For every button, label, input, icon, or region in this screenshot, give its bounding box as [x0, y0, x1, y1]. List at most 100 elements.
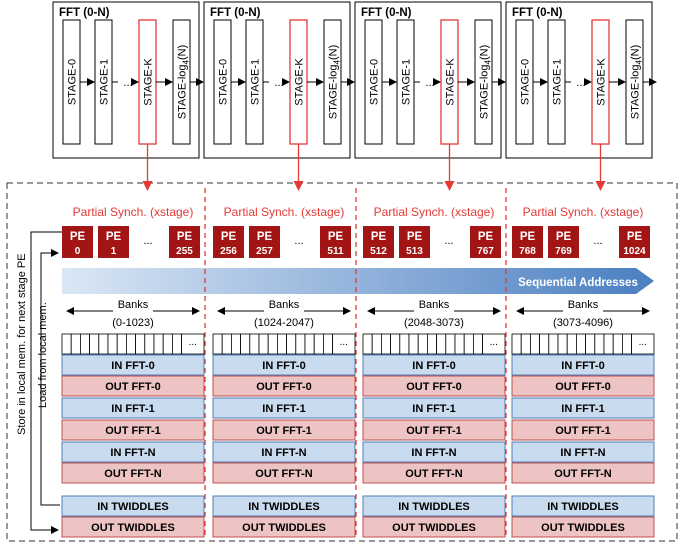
pe-label: PE	[70, 231, 86, 243]
bank-cell	[276, 333, 287, 355]
pe-box-bg	[512, 226, 543, 258]
bank-cell	[520, 333, 531, 355]
bank-cell	[221, 333, 232, 355]
pe-label: PE	[371, 231, 387, 243]
fft-block-title: FFT (0-N)	[59, 7, 110, 19]
bank-cell	[362, 333, 373, 355]
bank-cell	[153, 333, 164, 355]
memory-row-label: IN FFT-0	[561, 360, 604, 372]
bank-cell	[135, 333, 146, 355]
bank-cell	[557, 333, 568, 355]
bank-cell	[399, 333, 410, 355]
pe-label: PE	[106, 231, 122, 243]
memory-row-out	[362, 375, 506, 397]
bank-cell	[240, 333, 251, 355]
stage-label: STAGE-K	[445, 58, 457, 106]
pe-label: PE	[556, 231, 572, 243]
bank-cell	[371, 333, 382, 355]
memory-row-label: OUT FFT-N	[554, 468, 611, 480]
memory-row-in	[362, 397, 506, 419]
memory-row-in	[61, 397, 205, 419]
bank-cell	[594, 333, 605, 355]
twiddle-row-in	[511, 495, 655, 517]
banks-label: Banks	[118, 299, 149, 311]
sequential-addresses-arrow: Sequential Addresses	[62, 268, 654, 294]
pe-id: 256	[220, 246, 237, 257]
pe-id: 513	[406, 246, 423, 257]
twiddle-row-label: OUT TWIDDLES	[242, 522, 326, 534]
bank-range: (2048-3073)	[404, 317, 464, 329]
bank-range: (0-1023)	[112, 317, 154, 329]
bank-cell	[107, 333, 118, 355]
memory-row-label: OUT FFT-1	[105, 425, 161, 437]
bank-cell	[116, 333, 127, 355]
partial-synch-label: Partial Synch. (xstage)	[224, 205, 345, 219]
pe-id: 1	[111, 246, 117, 257]
partition-column: Partial Synch. (xstage)PE768PE769PE1024.…	[512, 205, 650, 329]
bank-cell	[390, 333, 401, 355]
pe-box: PE 1	[98, 226, 129, 258]
memory-row-out	[362, 462, 506, 484]
bank-cell	[295, 333, 306, 355]
pe-label: PE	[520, 231, 536, 243]
bank-cell	[454, 333, 465, 355]
memory-row-in	[511, 354, 655, 376]
memory-row-label: OUT FFT-1	[555, 425, 611, 437]
store-label: Store in local mem. for next stage PE	[16, 253, 28, 435]
memory-row-label: IN FFT-1	[561, 403, 604, 415]
bank-ellipsis: ...	[490, 337, 498, 348]
bank-cell	[70, 333, 81, 355]
stage-label: STAGE-0	[520, 59, 532, 105]
memory-row-label: OUT FFT-1	[406, 425, 462, 437]
banks-label: Banks	[568, 299, 599, 311]
sequential-addresses-label: Sequential Addresses	[518, 277, 638, 289]
bank-cell	[80, 333, 91, 355]
bank-cell	[530, 333, 541, 355]
pe-ellipsis: ...	[294, 235, 303, 247]
memory-row-in	[362, 354, 506, 376]
bank-cell-ellipsis-box	[631, 333, 655, 355]
pe-label: PE	[328, 231, 344, 243]
memory-row-out	[61, 375, 205, 397]
stage-ellipsis: ...	[123, 77, 132, 89]
stage-label: STAGE-0	[218, 59, 230, 105]
memory-row-label: OUT FFT-1	[256, 425, 312, 437]
memory-row-label: OUT FFT-N	[255, 468, 312, 480]
bank-cell	[61, 333, 72, 355]
bank-ellipsis: ...	[189, 337, 197, 348]
memory-row-out	[212, 419, 356, 441]
bank-cell	[612, 333, 623, 355]
bank-cell	[472, 333, 483, 355]
store-path	[30, 231, 62, 534]
memory-row-out	[212, 462, 356, 484]
bank-cell	[426, 333, 437, 355]
bank-range: (3073-4096)	[553, 317, 613, 329]
twiddle-row-label: IN TWIDDLES	[398, 501, 470, 513]
bank-cell	[304, 333, 315, 355]
stage-label: STAGE-K	[596, 58, 608, 106]
bank-cell	[445, 333, 456, 355]
pe-label: PE	[407, 231, 423, 243]
twiddle-row-label: OUT TWIDDLES	[91, 522, 175, 534]
memory-row-in	[61, 441, 205, 463]
pe-id: 1024	[623, 246, 646, 257]
bank-cell	[258, 333, 269, 355]
fft-block-title: FFT (0-N)	[210, 7, 261, 19]
bank-cell	[585, 333, 596, 355]
pe-label: PE	[478, 231, 494, 243]
memory-row-out	[511, 419, 655, 441]
twiddle-row-label: IN TWIDDLES	[97, 501, 169, 513]
stage-label: STAGE-1	[552, 59, 564, 105]
pe-id: 0	[75, 246, 81, 257]
